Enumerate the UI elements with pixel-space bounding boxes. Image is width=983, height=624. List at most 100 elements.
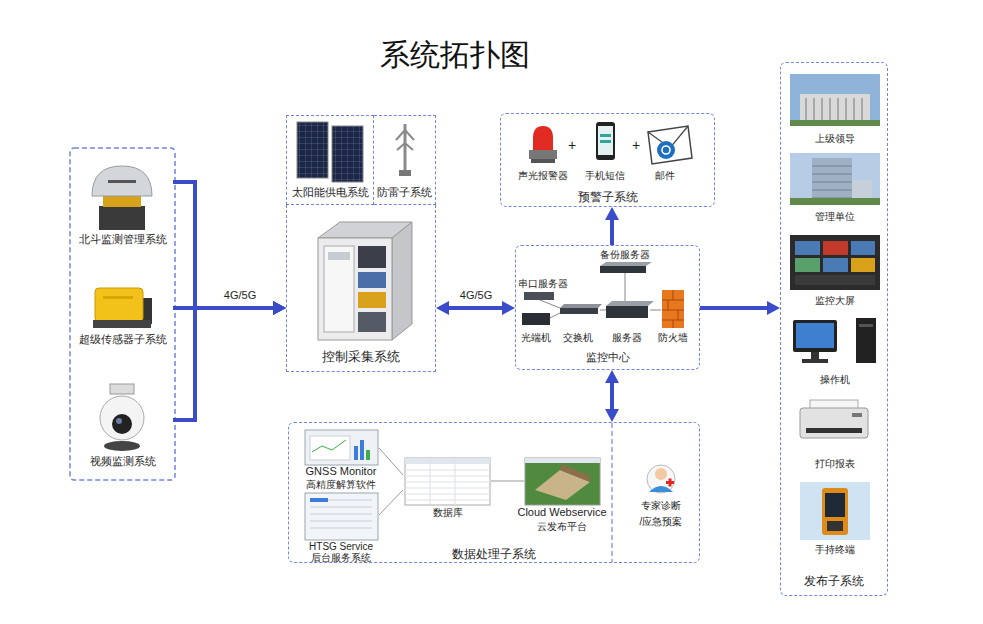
alarm-icon-part bbox=[529, 150, 557, 159]
monitor-center-devices-part bbox=[606, 301, 654, 306]
data-processing-art-part bbox=[305, 430, 378, 465]
control-cabinet-icon-part bbox=[328, 252, 350, 260]
phone-icon-part bbox=[600, 140, 611, 143]
publish-icons-part bbox=[795, 241, 820, 255]
connector-line bbox=[173, 182, 273, 308]
subsystem-box: 预警子系统 bbox=[500, 113, 715, 207]
control-cabinet-icon-part bbox=[358, 292, 386, 308]
control-cabinet-icon bbox=[318, 222, 412, 340]
node-label: 发布子系统 bbox=[804, 574, 864, 588]
caption-label: 防火墙 bbox=[658, 332, 688, 344]
publish-icons-part bbox=[812, 166, 852, 198]
lightning-rod-icon bbox=[396, 124, 414, 176]
sensor-icon bbox=[93, 288, 152, 328]
lightning-rod-icon-part bbox=[396, 130, 414, 150]
publish-icons bbox=[790, 74, 880, 540]
data-processing-art-part bbox=[525, 458, 600, 463]
monitor-center-devices-part bbox=[600, 266, 646, 273]
caption-label: 服务器 bbox=[612, 332, 642, 344]
control-cabinet-icon-part bbox=[392, 222, 412, 340]
data-processing-art-part bbox=[491, 481, 524, 482]
beidou-antenna-icon bbox=[92, 166, 152, 230]
monitor-center-devices-part bbox=[560, 304, 602, 308]
caption-label: 光端机 bbox=[521, 332, 551, 344]
left-group-outline bbox=[70, 148, 175, 480]
monitor-center-devices-part bbox=[662, 290, 684, 328]
caption-label: + bbox=[632, 137, 640, 154]
caption-label: 监控大屏 bbox=[815, 295, 855, 307]
caption-label: GNSS Monitor bbox=[306, 465, 377, 478]
arrow-head bbox=[767, 301, 780, 315]
camera-icon-part bbox=[116, 418, 122, 424]
data-processing-art-part bbox=[312, 440, 346, 452]
monitor-center-devices-part bbox=[662, 290, 684, 328]
caption-label: 后台服务系统 bbox=[311, 552, 371, 564]
data-processing-art bbox=[305, 423, 675, 562]
publish-icons-part bbox=[823, 241, 848, 255]
subsystem-box: 北斗监测管理系统 bbox=[72, 150, 173, 250]
lightning-rod-icon-part bbox=[399, 170, 411, 176]
solar-panel-icon-part bbox=[332, 126, 363, 182]
publish-icons-part bbox=[795, 258, 820, 272]
node-label: 太阳能供电系统 bbox=[292, 186, 369, 199]
node-label: 超级传感器子系统 bbox=[79, 333, 167, 346]
subsystem-box: 太阳能供电系统 bbox=[286, 115, 374, 205]
edge-label: 4G/5G bbox=[222, 289, 258, 302]
arrow-head bbox=[502, 301, 515, 315]
camera-icon-part bbox=[112, 414, 132, 434]
control-cabinet-icon-part bbox=[318, 238, 392, 340]
sensor-icon-part bbox=[93, 320, 151, 328]
data-processing-art-part bbox=[354, 446, 358, 460]
monitor-center-devices-part bbox=[560, 308, 598, 314]
publish-icons-part bbox=[827, 521, 843, 531]
data-processing-art-part bbox=[647, 465, 675, 493]
monitor-center-devices-part bbox=[625, 272, 626, 303]
data-processing-art-part bbox=[379, 490, 403, 515]
data-processing-art-part bbox=[611, 423, 612, 562]
node-label: 监控中心 bbox=[586, 351, 630, 364]
publish-icons-part bbox=[811, 352, 819, 359]
publish-icons-part bbox=[790, 120, 880, 126]
monitor-center-devices-part bbox=[600, 310, 606, 311]
subsystem-box: 视频监测系统 bbox=[72, 372, 173, 478]
data-processing-art-part bbox=[405, 458, 490, 464]
arrow-head bbox=[605, 409, 619, 422]
publish-icons-part bbox=[800, 482, 870, 540]
data-processing-art-part bbox=[649, 486, 673, 492]
sensor-icon-part bbox=[95, 288, 143, 322]
publish-icons-part bbox=[790, 74, 880, 126]
phone-icon-part bbox=[600, 134, 611, 137]
publish-icons-part bbox=[823, 258, 848, 272]
publish-icons-part bbox=[856, 318, 876, 363]
publish-icons-part bbox=[806, 428, 862, 433]
caption-label: 专家诊断 bbox=[641, 500, 681, 512]
control-cabinet-icon-part bbox=[324, 246, 354, 332]
alarm-icon-part bbox=[533, 126, 553, 150]
beidou-antenna-icon-part bbox=[103, 195, 141, 207]
edge-label: 4G/5G bbox=[458, 289, 494, 302]
diagram-title: 系统拓扑图 bbox=[380, 35, 530, 76]
publish-icons-part bbox=[859, 324, 873, 327]
node-label: 控制采集系统 bbox=[322, 349, 400, 365]
node-label: 预警子系统 bbox=[578, 190, 638, 204]
publish-icons-part bbox=[852, 413, 862, 417]
data-processing-art-part bbox=[560, 464, 590, 482]
camera-icon-part bbox=[104, 441, 140, 451]
data-processing-art-part bbox=[525, 458, 600, 505]
solar-panel-icon-part bbox=[297, 122, 328, 178]
connector bbox=[436, 301, 515, 315]
caption-label: + bbox=[568, 137, 576, 154]
publish-icons-part bbox=[802, 359, 828, 363]
node-label: 北斗监测管理系统 bbox=[79, 233, 167, 246]
alarm-icon bbox=[529, 126, 557, 163]
phone-icon-part bbox=[596, 122, 615, 160]
arrow-head bbox=[273, 301, 286, 315]
data-processing-art-part bbox=[310, 498, 328, 502]
publish-icons-part bbox=[790, 198, 880, 205]
data-processing-art-part bbox=[669, 479, 672, 487]
monitor-center-devices-part bbox=[606, 306, 648, 318]
camera-icon-part bbox=[110, 384, 134, 394]
caption-label: 打印报表 bbox=[815, 458, 855, 470]
caption-label: 串口服务器 bbox=[518, 278, 568, 290]
